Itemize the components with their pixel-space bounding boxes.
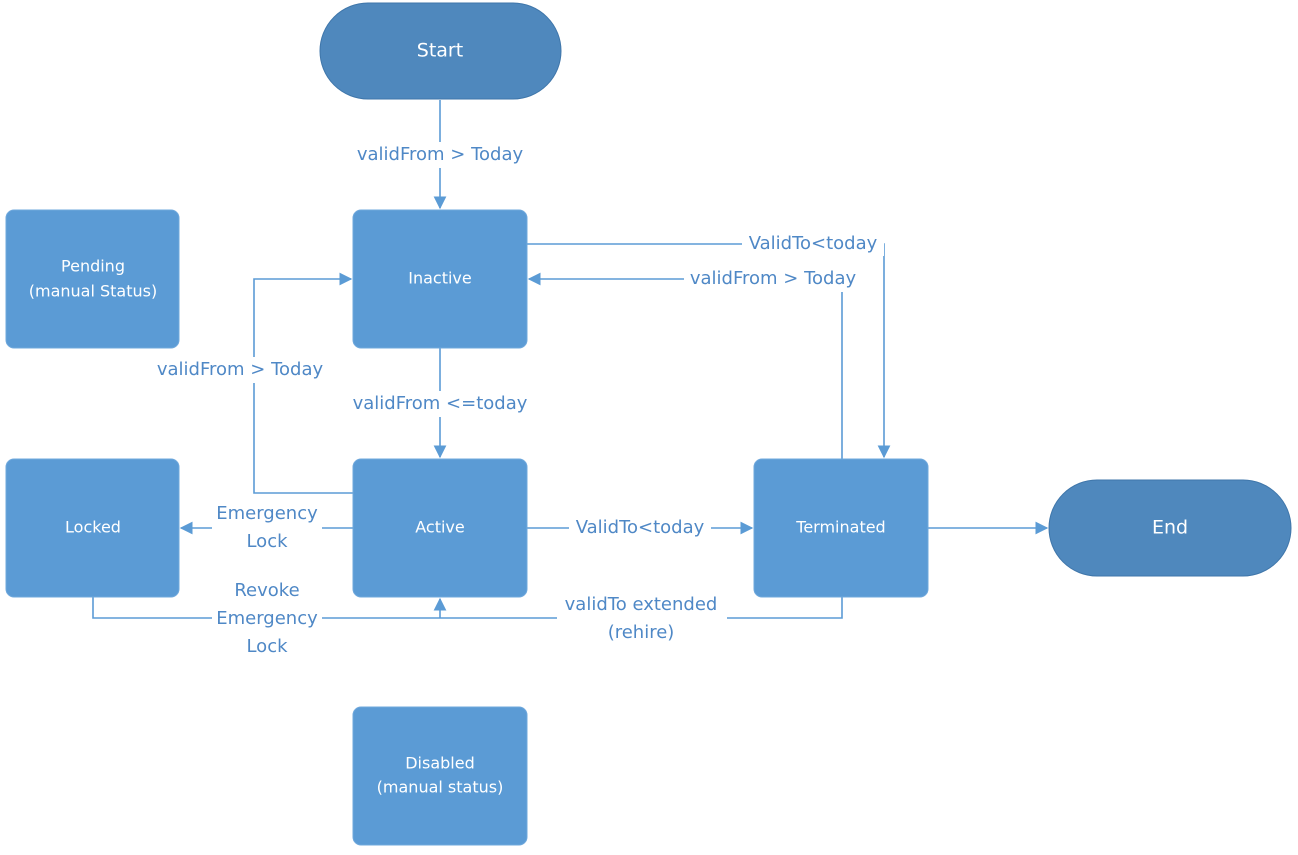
label-locked-to-active-line3: Lock [246, 636, 288, 657]
node-active-label: Active [415, 518, 465, 537]
node-disabled-label-line2: (manual status) [377, 778, 504, 797]
label-locked-to-active-line1: Revoke [234, 580, 299, 601]
node-pending-label-line1: Pending [61, 257, 125, 276]
node-inactive: Inactive [352, 209, 528, 349]
connector-labels: validFrom > Today validFrom <=today vali… [151, 142, 884, 659]
node-inactive-label: Inactive [408, 269, 472, 288]
label-terminated-to-active-line1: validTo extended [565, 594, 718, 615]
label-active-to-locked-line2: Lock [246, 531, 288, 552]
node-disabled: Disabled (manual status) [352, 706, 528, 846]
node-pending-label-line2: (manual Status) [29, 282, 157, 301]
node-end-label: End [1152, 517, 1188, 539]
label-active-to-inactive: validFrom > Today [157, 359, 324, 380]
node-terminated-label: Terminated [795, 518, 885, 537]
label-locked-to-active-line2: Emergency [216, 608, 318, 629]
node-pending: Pending (manual Status) [5, 209, 180, 349]
edge-terminated-to-inactive [527, 272, 843, 459]
node-terminated: Terminated [753, 458, 929, 598]
label-inactive-to-active: validFrom <=today [353, 393, 528, 414]
label-terminated-to-inactive: validFrom > Today [690, 268, 857, 289]
edge-active-to-inactive [253, 272, 353, 494]
node-locked: Locked [5, 458, 180, 598]
edge-locked-to-active [92, 597, 843, 619]
node-end: End [1048, 479, 1292, 577]
node-active: Active [352, 458, 528, 598]
label-terminated-to-active-line2: (rehire) [608, 622, 675, 643]
label-start-to-inactive: validFrom > Today [357, 144, 524, 165]
label-active-to-terminated: ValidTo<today [576, 517, 705, 538]
node-start-label: Start [417, 40, 463, 62]
label-inactive-to-terminated: ValidTo<today [749, 233, 878, 254]
node-disabled-label-line1: Disabled [405, 754, 475, 773]
node-start: Start [319, 2, 562, 100]
node-locked-label: Locked [65, 518, 121, 537]
label-active-to-locked-line1: Emergency [216, 503, 318, 524]
